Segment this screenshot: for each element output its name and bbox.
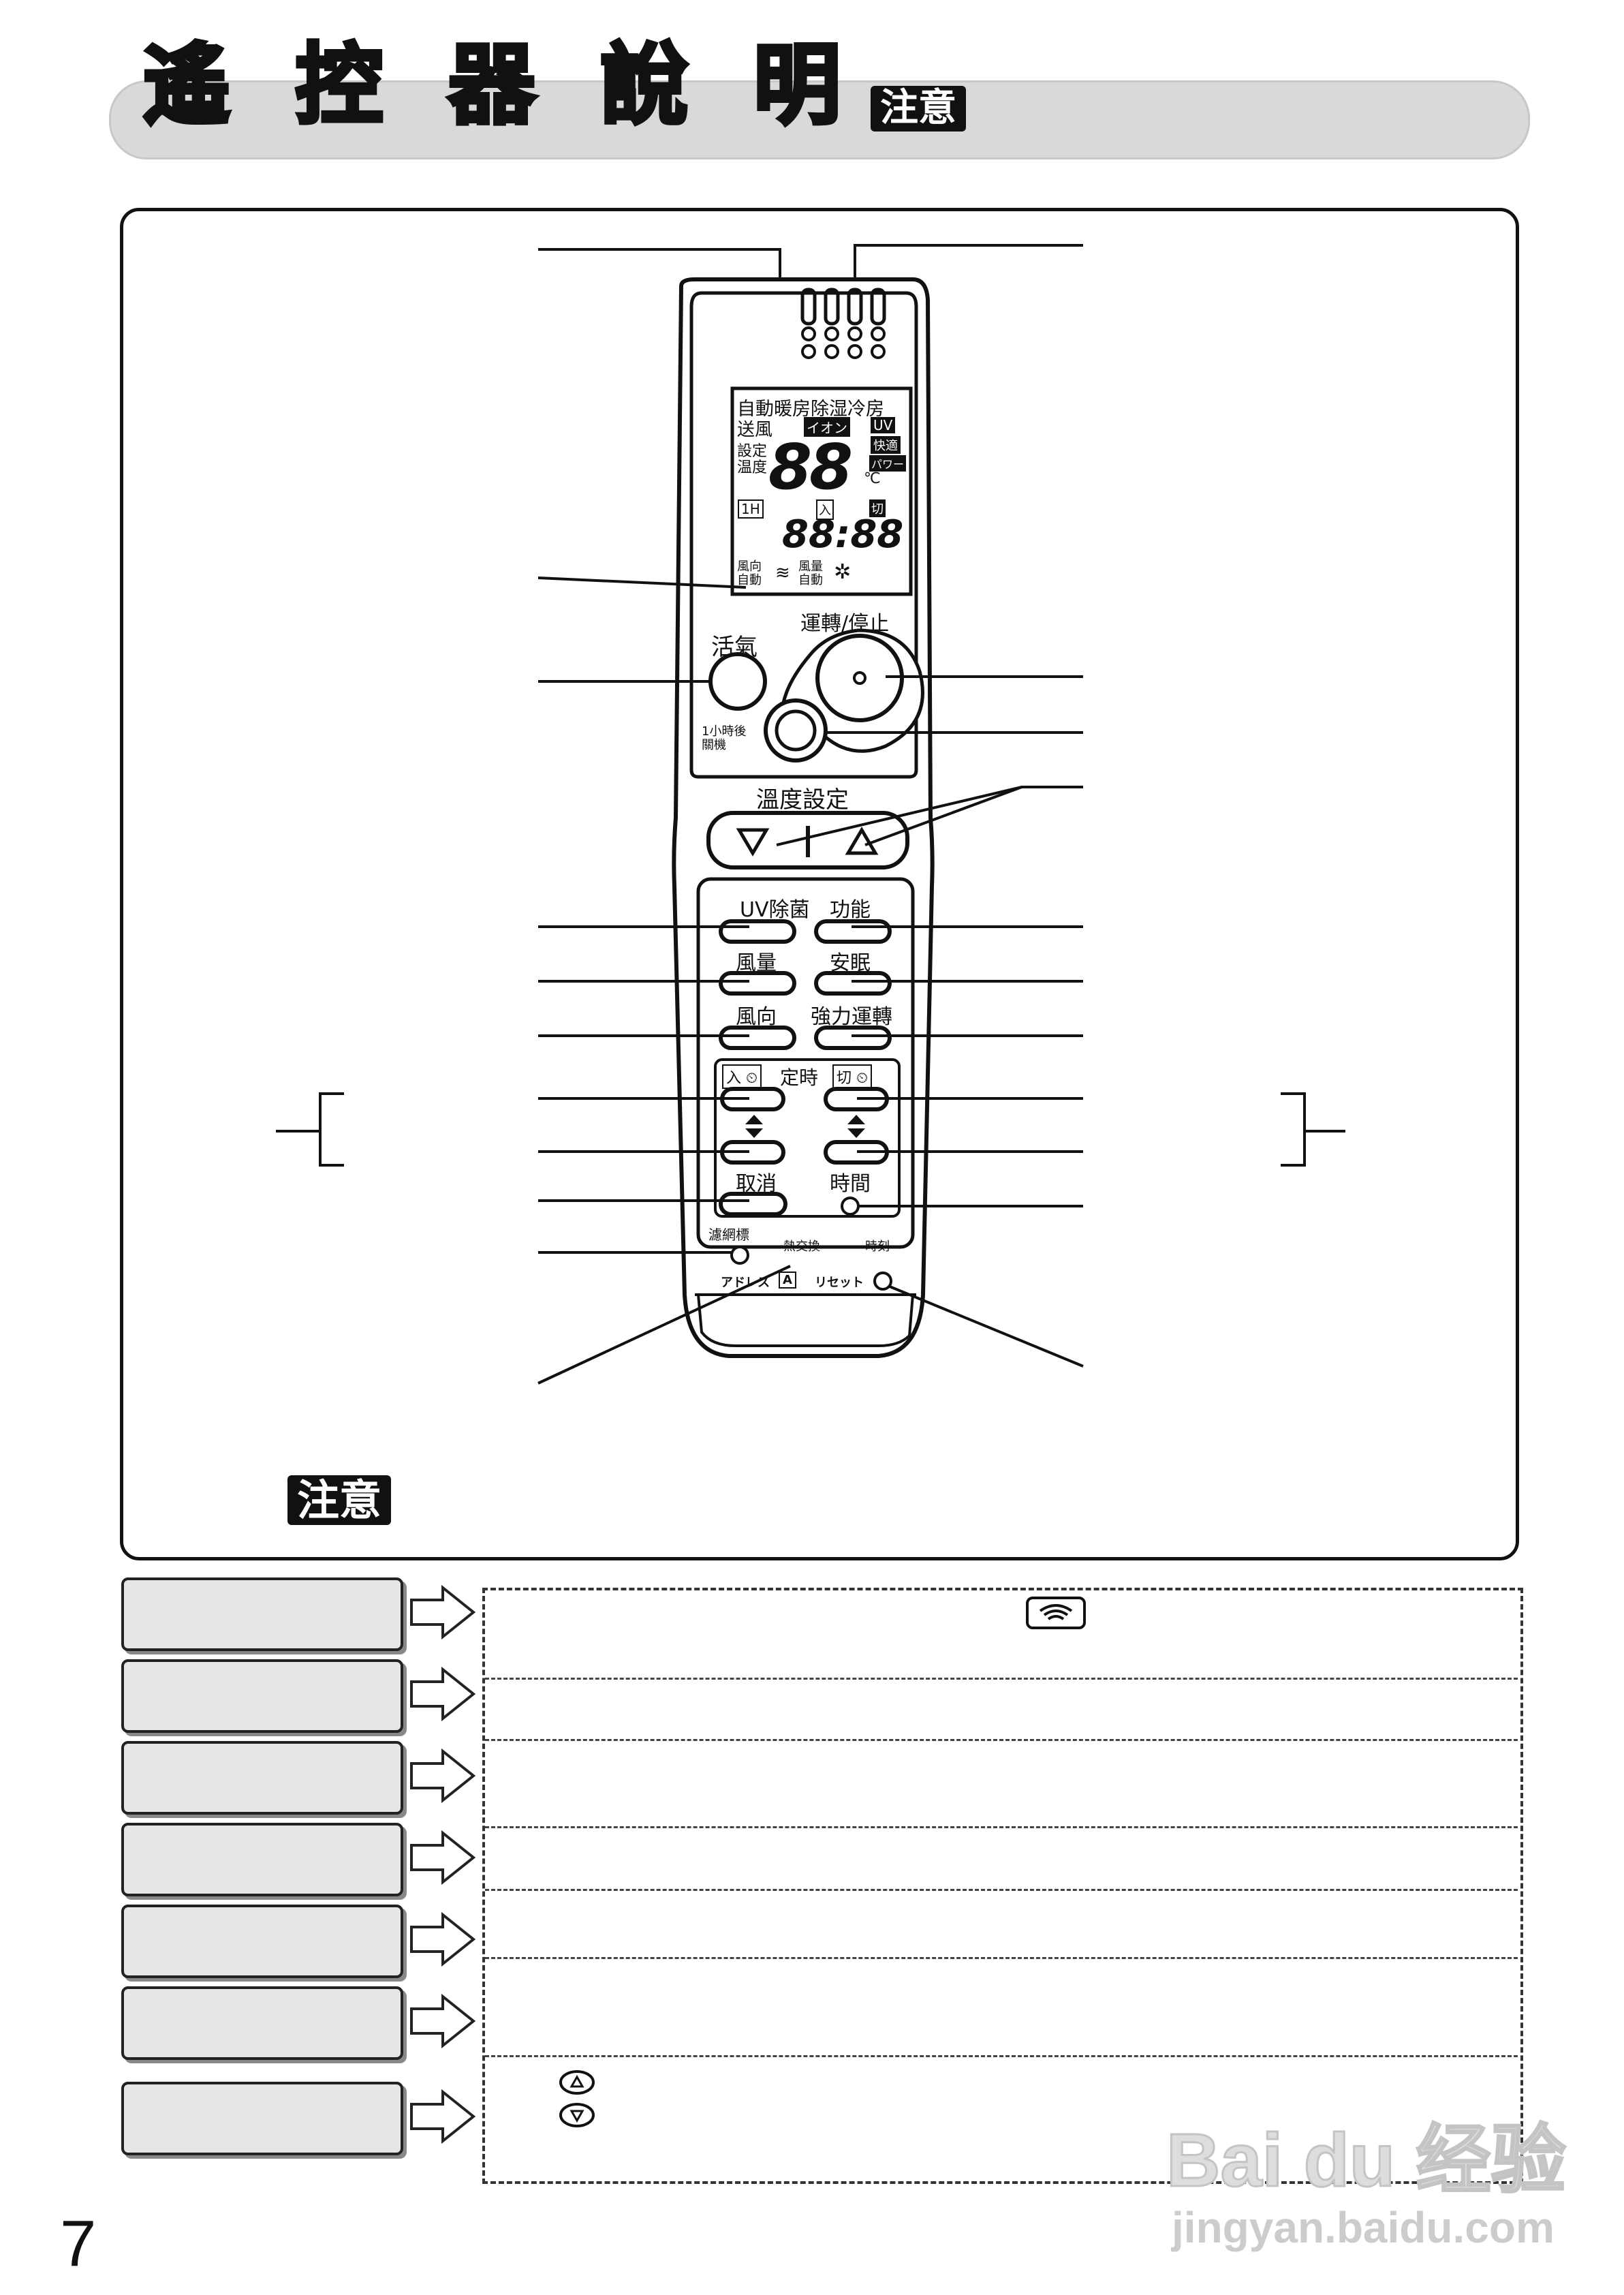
timer-off-icon: 切 ⏲ [832,1064,873,1089]
speaker-holes [801,326,886,359]
lcd-temp-unit: ℃ [864,470,881,487]
run-stop-label: 運轉/停止 [800,612,890,636]
lcd-temp-label: 温度 [737,459,768,476]
divider [485,1957,1518,1959]
page-number: 7 [60,2207,97,2280]
triangle-down-icon [559,2103,595,2127]
cancel-button-shape [719,1192,787,1216]
lcd-wind-dir-line2: 自動 [737,573,762,587]
divider [485,2055,1518,2057]
lcd-ion: イオン [804,417,850,437]
uv-label: UV除菌 [740,898,810,922]
reset-button-shape [873,1272,892,1291]
lcd-fan-label: 送風 [737,420,773,440]
func-label: 功能 [830,898,871,922]
power-run-button-shape [814,1026,892,1050]
title-bar [109,80,1530,159]
run-stop-button-inner [853,671,866,685]
triangle-up-icon [559,2070,595,2095]
lcd-temp-digits: 88 [768,431,853,504]
lcd-wind-dir-line1: 風向 [737,559,762,574]
page-title: 遙 控 器 說 明 [141,35,843,136]
time-label: 時間 [830,1172,871,1196]
fan-button-shape [719,971,796,996]
divider [485,1826,1518,1828]
swing-button-shape [814,971,892,996]
title-note-badge: 注意 [871,86,966,132]
watermark-url: jingyan.baidu.com [1172,2203,1555,2252]
emitter-slots [800,288,886,326]
item-box [121,1659,403,1733]
title-char: 遙 [141,35,232,136]
sub-button-inner [775,709,817,752]
signal-icon [1026,1597,1086,1629]
after-off-line1: 1小時後 [702,724,747,739]
fan-speed-icon: ✲ [834,560,852,584]
lcd-wind-dir: 風向 自動 [737,560,762,587]
lcd-uv: UV [871,417,896,433]
title-char: 明 [751,35,843,136]
filter-label: 濾網標 [708,1227,749,1243]
cancel-label: 取消 [736,1172,777,1196]
hot-label: 熱交換 [783,1239,820,1254]
title-char: 控 [294,35,385,136]
lcd-fan-line2: 自動 [798,573,823,587]
title-char: 說 [599,35,690,136]
lcd-setting-label: 設定 [737,443,768,460]
lcd-mode-row: 自動暖房除湿冷房 [737,399,884,420]
wind-direction-icon: ≋ [775,563,790,583]
item-box [121,1986,403,2060]
leader-lines [276,244,1345,1385]
divider [485,1678,1518,1680]
swing-label: 安眠 [830,951,871,975]
lcd-power: パワー [869,455,907,472]
lcd-fan-line1: 風量 [798,559,823,574]
item-box [121,1905,403,1978]
fan-label: 風量 [736,951,777,975]
lcd-fan-speed: 風量 自動 [798,560,823,587]
lcd-kaiteki: 快適 [871,436,901,454]
description-panel [482,1588,1523,2184]
address-mark: A [779,1272,796,1289]
reset-label: リセット [815,1276,864,1290]
item-box [121,1823,403,1896]
temp-up-arrow [845,827,879,855]
item-box [121,2082,403,2155]
after-off-line2: 關機 [702,738,726,752]
wind-dir-label: 風向 [736,1005,777,1029]
watermark-logo: Bai du 经验 [1166,2118,1567,2204]
title-char: 器 [446,35,537,136]
remote-diagram-frame [120,208,1519,1560]
power-run-label: 強力運轉 [811,1005,892,1029]
divider [485,1889,1518,1891]
address-label: アドレス [721,1276,770,1290]
temp-down-arrow [736,828,770,857]
lcd-timer-in: 入 [816,499,834,520]
filter-button-shape [730,1246,749,1265]
timer-on-icon: 入 ⏲ [722,1064,762,1089]
arrow-icons [410,1584,476,2144]
after-off-label: 1小時後 關機 [702,725,746,752]
battery-cover [696,1293,915,1347]
kakki-label: 活氣 [711,634,758,661]
item-box [121,1577,403,1651]
lcd-timer-off: 切 [869,499,886,517]
divider [485,1739,1518,1741]
temp-set-label: 溫度設定 [756,786,849,814]
clock-label: 時刻 [865,1239,890,1254]
wind-dir-button-shape [719,1026,796,1050]
item-box [121,1741,403,1815]
note-badge: 注意 [287,1475,392,1526]
lcd-timer-digits: 88:88 [782,512,904,557]
lcd-hour: 1H [738,499,764,519]
timer-label: 定時 [780,1066,819,1089]
